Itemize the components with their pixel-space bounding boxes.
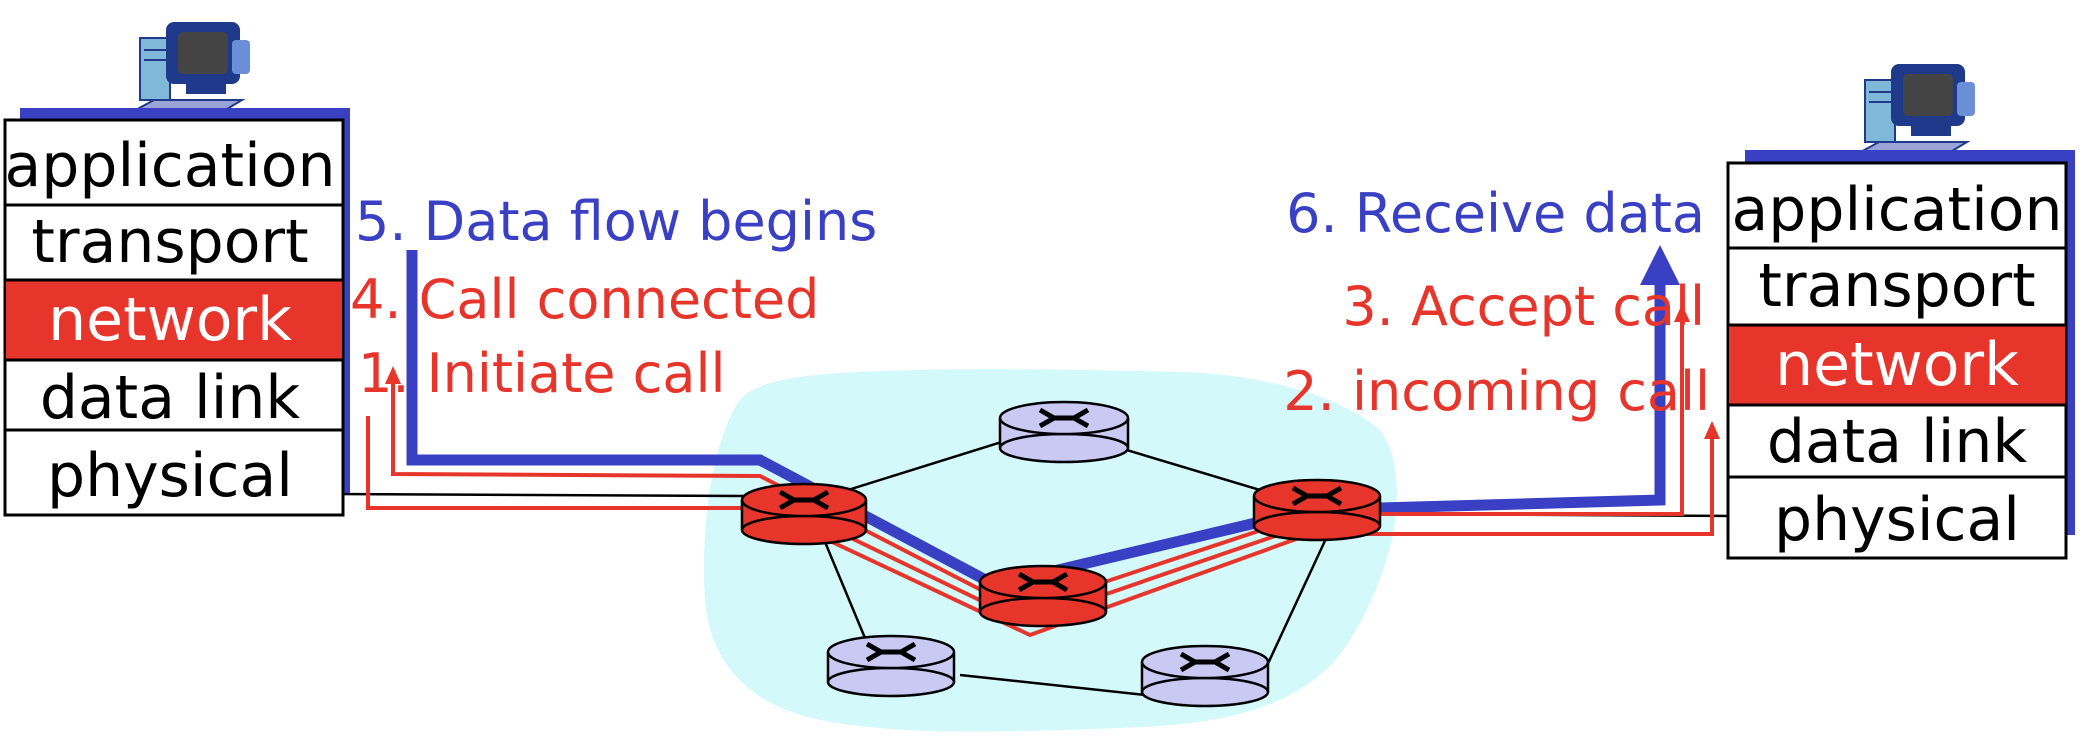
left-layer-label: application xyxy=(5,131,336,201)
router-icon xyxy=(998,400,1130,464)
data-arrow-head xyxy=(1640,245,1680,285)
step-4-label: 4. Call connected xyxy=(350,268,819,331)
left-protocol-stack: application transport network data link … xyxy=(3,108,350,517)
computer-icon xyxy=(131,22,250,113)
right-protocol-stack: application transport network data link … xyxy=(1726,150,2075,560)
step-1-label: 1. Initiate call xyxy=(358,342,725,405)
step-5-label: 5. Data flow begins xyxy=(355,190,877,253)
left-network-layer-highlight xyxy=(6,280,342,360)
router-icon xyxy=(740,482,868,546)
step-3-label: 3. Accept call xyxy=(1342,275,1705,338)
computer-icon xyxy=(1856,64,1975,155)
left-layer-label: transport xyxy=(31,207,308,277)
left-layer-label: data link xyxy=(40,363,301,433)
signal-arrow-heads xyxy=(385,304,1720,439)
left-layer-label: physical xyxy=(47,441,293,511)
right-network-layer-highlight xyxy=(1729,325,2065,405)
right-layer-label: physical xyxy=(1774,485,2020,555)
right-layer-label: data link xyxy=(1767,407,2028,477)
right-layer-label: network xyxy=(1775,330,2019,400)
step-2-label: 2. incoming call xyxy=(1283,360,1710,423)
right-layer-label: transport xyxy=(1758,251,2035,321)
router-icon xyxy=(1252,478,1382,542)
router-icon xyxy=(826,634,956,698)
router-icon xyxy=(978,564,1108,628)
right-layer-label: application xyxy=(1732,175,2063,245)
left-layer-label: network xyxy=(48,285,292,355)
router-icon xyxy=(1140,644,1270,708)
step-6-label: 6. Receive data xyxy=(1286,182,1705,245)
